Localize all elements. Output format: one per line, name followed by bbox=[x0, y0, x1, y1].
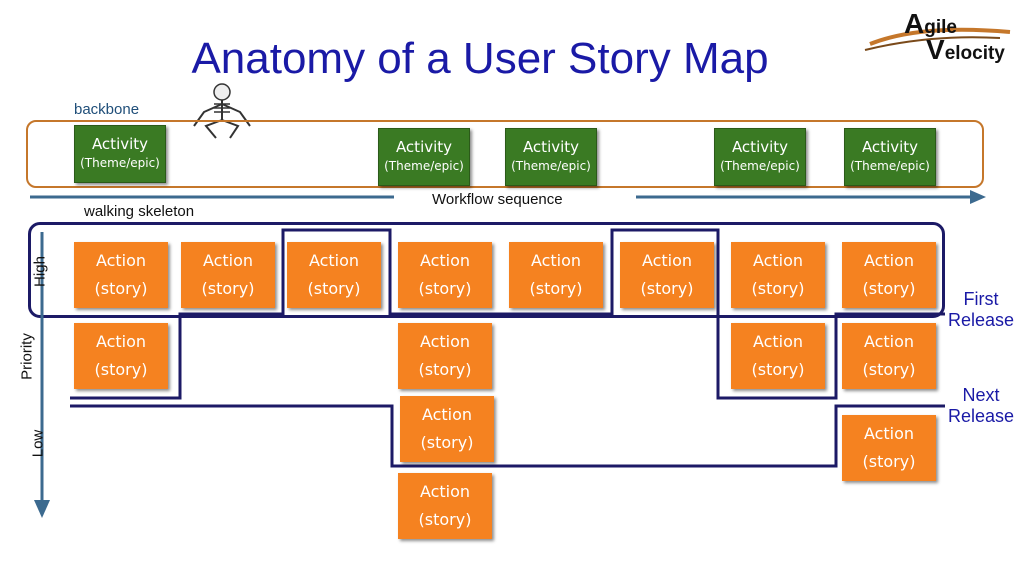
action-card[interactable]: Action(story) bbox=[842, 323, 936, 389]
action-card[interactable]: Action(story) bbox=[74, 323, 168, 389]
action-card[interactable]: Action(story) bbox=[74, 242, 168, 308]
action-card[interactable]: Action(story) bbox=[398, 473, 492, 539]
action-card[interactable]: Action(story) bbox=[731, 323, 825, 389]
next-release-label: Next Release bbox=[947, 385, 1015, 426]
logo-word-velocity: Velocity bbox=[926, 34, 1005, 65]
action-card[interactable]: Action(story) bbox=[842, 415, 936, 481]
backbone-frame bbox=[26, 120, 984, 188]
priority-arrowhead-icon bbox=[34, 500, 50, 518]
page-title: Anatomy of a User Story Map bbox=[191, 34, 769, 83]
activity-card[interactable]: Activity (Theme/epic) bbox=[505, 128, 597, 186]
next-release-line bbox=[70, 404, 945, 468]
workflow-arrowhead-icon bbox=[970, 190, 986, 204]
action-card[interactable]: Action(story) bbox=[842, 242, 936, 308]
workflow-sequence-label: Workflow sequence bbox=[432, 191, 563, 208]
action-card[interactable]: Action(story) bbox=[398, 323, 492, 389]
skeleton-icon bbox=[193, 83, 251, 139]
activity-card[interactable]: Activity (Theme/epic) bbox=[844, 128, 936, 186]
action-card[interactable]: Action(story) bbox=[400, 396, 494, 462]
action-card[interactable]: Action(story) bbox=[509, 242, 603, 308]
activity-card[interactable]: Activity (Theme/epic) bbox=[378, 128, 470, 186]
logo-swoosh-icon bbox=[864, 27, 1011, 51]
priority-low-label: Low bbox=[29, 429, 47, 458]
action-card[interactable]: Action(story) bbox=[287, 242, 381, 308]
backbone-label: backbone bbox=[74, 101, 140, 118]
first-release-label: First Release bbox=[947, 289, 1015, 330]
action-card[interactable]: Action(story) bbox=[620, 242, 714, 308]
action-card[interactable]: Action(story) bbox=[398, 242, 492, 308]
company-logo: Agile Velocity bbox=[860, 4, 1020, 66]
activity-card[interactable]: Activity (Theme/epic) bbox=[74, 125, 166, 183]
walking-skeleton-label: walking skeleton bbox=[84, 203, 195, 220]
priority-axis-label: Priority bbox=[18, 333, 36, 380]
walking-skeleton-frame bbox=[28, 222, 945, 318]
action-card[interactable]: Action(story) bbox=[731, 242, 825, 308]
first-release-line bbox=[70, 228, 945, 400]
activity-card[interactable]: Activity (Theme/epic) bbox=[714, 128, 806, 186]
priority-high-label: High bbox=[31, 256, 49, 287]
action-card[interactable]: Action(story) bbox=[181, 242, 275, 308]
logo-word-agile: Agile bbox=[904, 8, 957, 39]
